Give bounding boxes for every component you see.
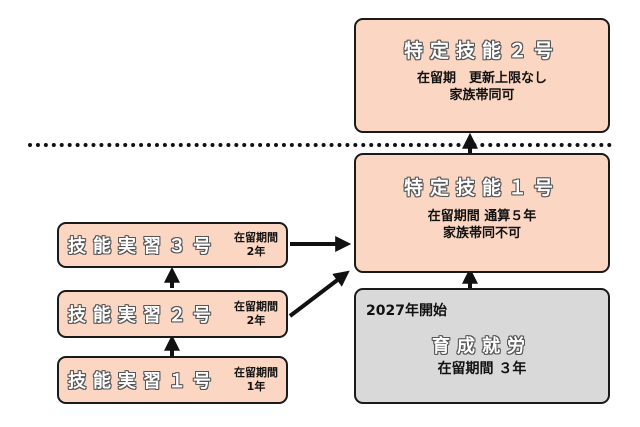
ikusei-title: 育成就労 <box>432 336 532 357</box>
divider-line <box>28 143 612 147</box>
ssw1-title: 特定技能１号 <box>403 177 560 199</box>
tit1-box: 技能実習１号 在留期間 1年 <box>57 356 288 404</box>
ssw1-line2: 家族帯同不可 <box>442 226 521 241</box>
tit1-duration: 在留期間 1年 <box>234 366 278 394</box>
ssw1-line1: 在留期間 通算５年 <box>427 209 537 224</box>
ssw2-title: 特定技能２号 <box>403 40 560 62</box>
ikusei-box: 2027年開始 育成就労 在留期間 ３年 <box>354 288 610 404</box>
tit2-dur-label: 在留期間 <box>234 300 278 313</box>
ssw1-box: 特定技能１号 在留期間 通算５年 家族帯同不可 <box>354 153 610 273</box>
ikusei-line1: 在留期間 ３年 <box>437 361 527 377</box>
tit2-box: 技能実習２号 在留期間 2年 <box>57 290 288 338</box>
tit3-box: 技能実習３号 在留期間 2年 <box>57 222 288 268</box>
tit3-dur-label: 在留期間 <box>234 231 278 244</box>
ssw2-line2: 家族帯同可 <box>449 88 515 103</box>
tit3-title: 技能実習３号 <box>68 236 218 257</box>
tit3-duration: 在留期間 2年 <box>234 231 278 259</box>
tit3-dur-value: 2年 <box>246 245 266 258</box>
tit1-dur-label: 在留期間 <box>234 366 278 379</box>
arrow-tit2-to-ssw1 <box>288 270 350 318</box>
tit2-title: 技能実習２号 <box>68 305 218 326</box>
tit1-title: 技能実習１号 <box>68 371 218 392</box>
tit2-dur-value: 2年 <box>246 314 266 327</box>
ikusei-start-label: 2027年開始 <box>366 303 447 319</box>
tit2-duration: 在留期間 2年 <box>234 300 278 328</box>
tit1-dur-value: 1年 <box>246 380 266 393</box>
ssw2-box: 特定技能２号 在留期 更新上限なし 家族帯同可 <box>354 18 610 133</box>
ssw2-line1: 在留期 更新上限なし <box>416 71 547 86</box>
